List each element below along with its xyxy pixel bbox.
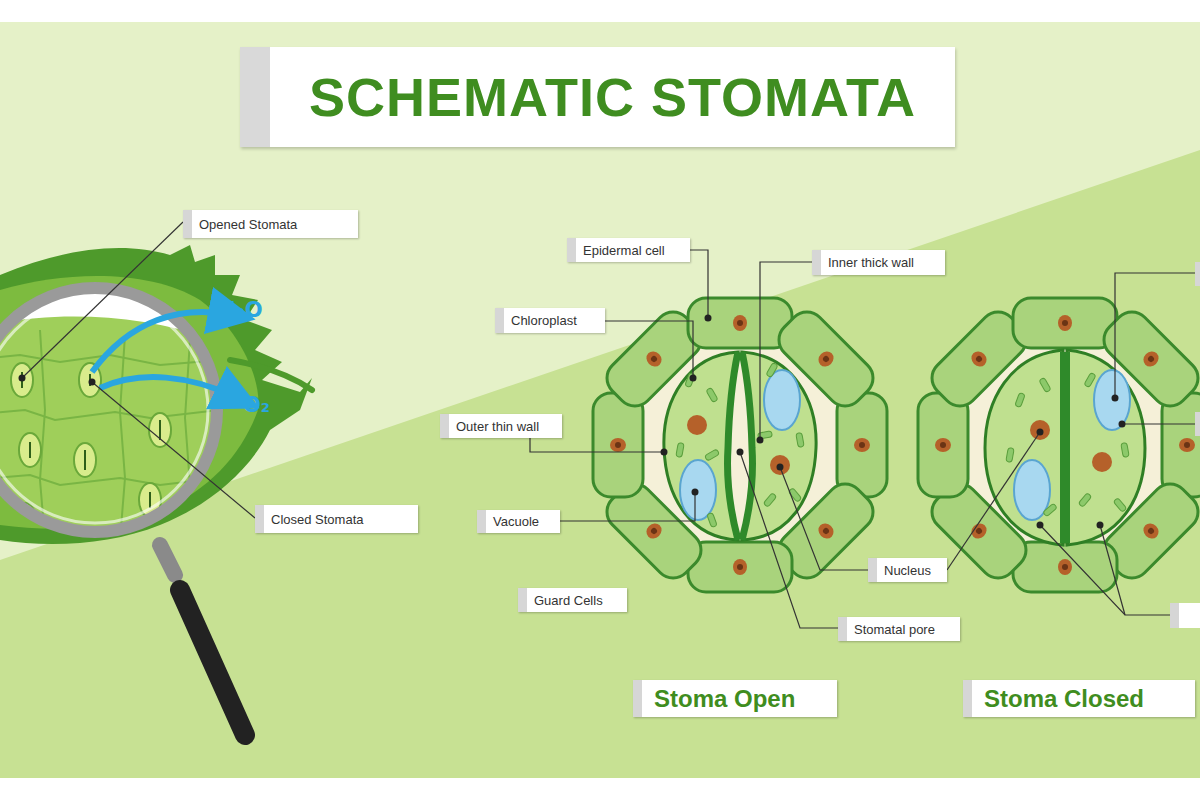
label-tag: Inner thick wall [812, 250, 945, 275]
label-tag: Chloroplast [495, 308, 605, 333]
part-label: Guard Cells [534, 593, 603, 608]
panel-caption: Stoma Closed [984, 685, 1144, 713]
part-label: Vacuole [493, 514, 539, 529]
molecule-label: O₂ [243, 393, 270, 417]
part-label: Inner thick wall [828, 255, 914, 270]
part-label: Stomatal pore [854, 622, 935, 637]
label-tag: Nucleus [868, 558, 947, 582]
panel-caption: Stoma Open [654, 685, 795, 713]
label-tag: Epidermal cell [567, 238, 690, 262]
label-tag: Vacuole [477, 510, 560, 533]
label-tag: Closed Stomata [255, 505, 418, 533]
part-label: Opened Stomata [199, 217, 297, 232]
part-label: Chloroplast [511, 313, 577, 328]
part-label: Nucleus [884, 563, 931, 578]
label-tag: Guard Cells [518, 588, 627, 612]
title-text: SCHEMATIC STOMATA [309, 66, 916, 128]
molecule-label: H₂O [218, 298, 263, 322]
label-tag: Outer thin wall [440, 414, 562, 438]
part-label: Epidermal cell [583, 243, 665, 258]
label-tag: Stomatal pore [838, 617, 960, 641]
part-label: Outer thin wall [456, 419, 539, 434]
caption-tag: Stoma Open [633, 680, 837, 717]
caption-tag: Stoma Closed [963, 680, 1195, 717]
label-tag: Opened Stomata [183, 210, 358, 238]
part-label: Closed Stomata [271, 512, 364, 527]
title-box: SCHEMATIC STOMATA [240, 47, 955, 147]
